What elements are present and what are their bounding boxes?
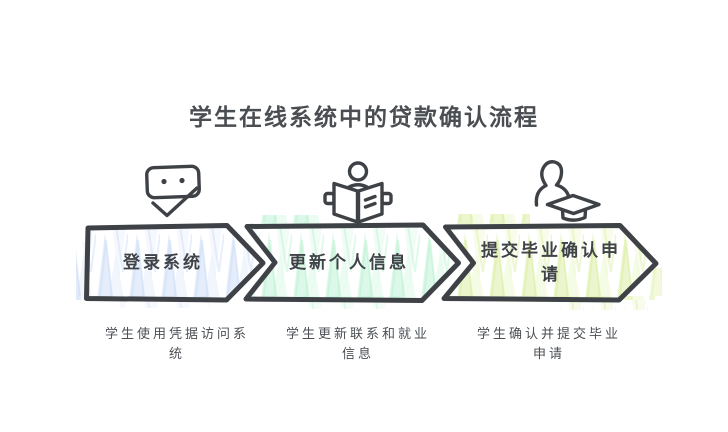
step1-arrow-shape [84,223,266,303]
step2-label: 更新个人信息 [289,253,409,273]
step3-label: 提交毕业确认申请 [481,241,621,285]
step3-arrow-shape [441,223,659,303]
step1-description: 学生使用凭据访问系统 [104,327,249,363]
credential-check-icon [145,164,201,218]
step1-label: 登录系统 [123,253,203,273]
reading-person-icon [323,161,393,224]
page-title: 学生在线系统中的贷款确认流程 [189,105,539,131]
graduate-icon [534,160,601,222]
step2-arrow-shape [243,222,461,303]
step2-description: 学生更新联系和就业信息 [285,327,430,363]
step3-description: 学生确认并提交毕业申请 [476,327,621,363]
